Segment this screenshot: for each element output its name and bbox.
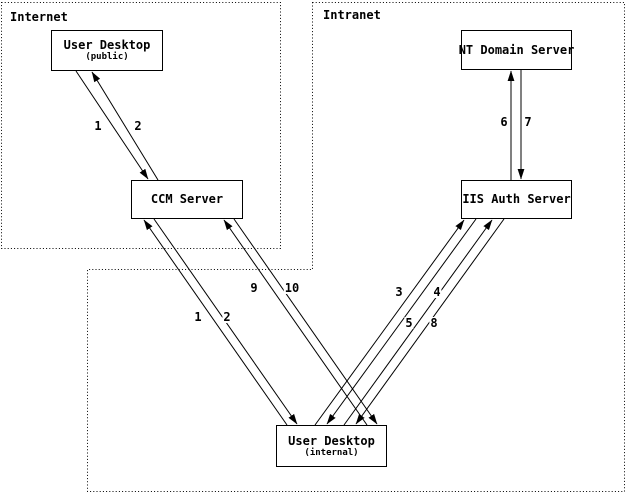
flow-label-8: 8 (429, 316, 439, 330)
arrow-10-ccm-to-internal-desktop (233, 218, 378, 425)
arrow-3-internal-desktop-to-iis (314, 219, 465, 426)
arrow-4-iis-to-internal-desktop (326, 218, 477, 425)
arrow-2-ccm-to-public-desktop (91, 71, 159, 181)
flow-label-6: 6 (499, 115, 509, 129)
flow-label-7: 7 (523, 115, 533, 129)
flow-label-1-internet: 1 (93, 119, 103, 133)
node-sublabel: (internal) (304, 447, 359, 458)
internet-zone-label: Internet (10, 10, 68, 24)
intranet-zone-label: Intranet (323, 8, 381, 22)
arrow-5-internal-desktop-to-iis (343, 219, 493, 426)
node-label: User Desktop (288, 433, 375, 448)
node-user-desktop-public: User Desktop (public) (51, 30, 163, 71)
flow-label-9: 9 (249, 281, 259, 295)
node-label: IIS Auth Server (462, 192, 571, 206)
flow-label-3: 3 (394, 285, 404, 299)
flow-label-4: 4 (432, 285, 442, 299)
intranet-zone-border (87, 2, 625, 492)
flow-label-5: 5 (404, 316, 414, 330)
node-user-desktop-internal: User Desktop (internal) (276, 425, 387, 467)
arrow-1-public-desktop-to-ccm (75, 70, 149, 180)
node-sublabel: (public) (85, 52, 129, 62)
flow-label-2-internet: 2 (133, 119, 143, 133)
flow-label-1-intranet: 1 (193, 310, 203, 324)
node-nt-domain-server: NT Domain Server (458, 30, 575, 70)
arrow-9-internal-desktop-to-ccm (223, 219, 368, 426)
node-label: CCM Server (150, 192, 224, 206)
flow-label-10: 10 (283, 281, 301, 295)
flow-label-2-intranet: 2 (222, 310, 232, 324)
node-ccm-server: CCM Server (131, 180, 243, 219)
node-label: NT Domain Server (458, 42, 575, 57)
arrow-1-internal-desktop-to-ccm (143, 219, 288, 426)
node-iis-auth-server: IIS Auth Server (461, 180, 572, 219)
node-label: User Desktop (63, 38, 151, 52)
